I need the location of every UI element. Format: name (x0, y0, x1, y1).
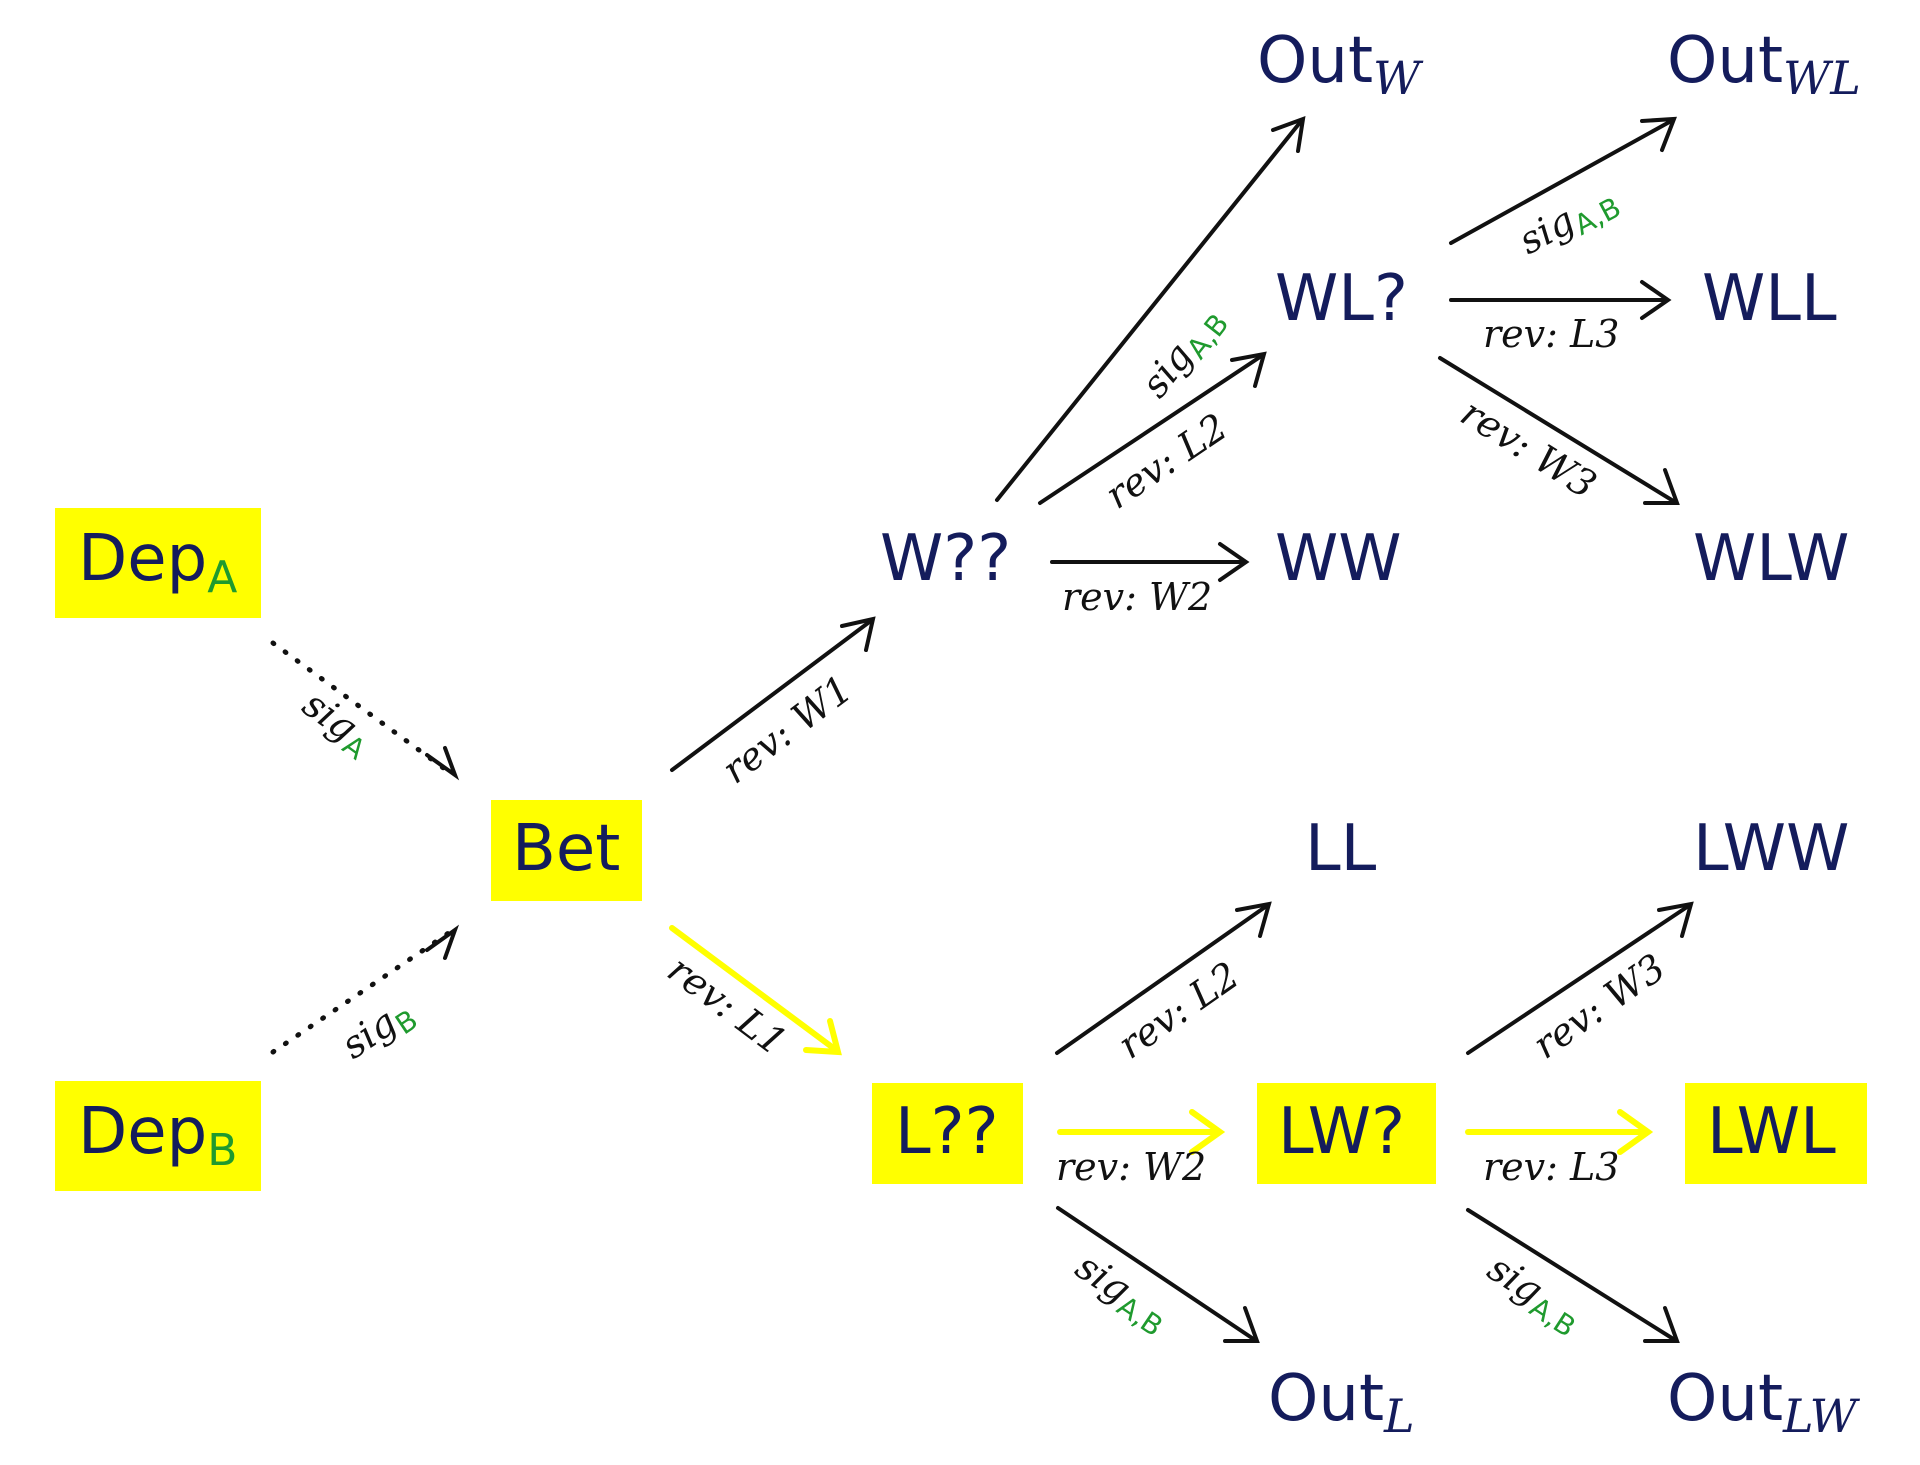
edge-l-outL-label: sigA,B (1065, 1244, 1179, 1343)
edge-l-outL-arrowhead (1223, 1306, 1260, 1343)
edge-depB-bet-arrowhead (425, 924, 460, 960)
edge-lw-outLW-arrowhead (1643, 1306, 1680, 1343)
node-outW: OutW (1257, 24, 1424, 105)
node-lwl: LWL (1707, 1095, 1836, 1169)
edge-w-outW-line (995, 118, 1304, 502)
edge-wl-wlw-arrowhead (1643, 468, 1680, 505)
node-wll: WLL (1702, 262, 1837, 336)
node-l: L?? (895, 1095, 999, 1169)
node-depA: DepA (78, 522, 237, 603)
node-outLW: OutLW (1667, 1362, 1861, 1443)
edge-w-ww-arrowhead (1218, 542, 1250, 582)
edge-bet-w-arrowhead (840, 616, 876, 652)
edge-w-wl-arrowhead (1230, 351, 1267, 388)
node-wl: WL? (1275, 262, 1408, 336)
edge-wl-outWL-label: sigA,B (1512, 176, 1627, 269)
edge-bet-l-arrowhead (803, 1018, 842, 1056)
node-outL: OutL (1268, 1362, 1415, 1443)
edge-wl-outWL-line (1449, 118, 1675, 245)
edge-wl-wlw-label: rev: W3 (1453, 390, 1604, 507)
edge-lw-lwl-label: rev: L3 (1483, 1145, 1619, 1189)
node-bet-highlight (491, 800, 642, 901)
edge-wl-outWL-arrowhead (1640, 116, 1677, 152)
node-bet: Bet (512, 812, 620, 886)
node-lw-highlight (1257, 1083, 1436, 1184)
node-wlw: WLW (1693, 522, 1849, 596)
edge-lw-lww-arrowhead (1657, 901, 1694, 938)
node-w: W?? (880, 522, 1011, 596)
node-lww: LWW (1693, 812, 1849, 886)
node-l-highlight (872, 1083, 1023, 1184)
edge-w-wl-label: rev: L2 (1097, 405, 1235, 518)
edge-bet-l-line (669, 925, 839, 1053)
edge-l-lw-label: rev: W2 (1056, 1145, 1206, 1189)
node-depB: DepB (78, 1095, 237, 1176)
edge-lw-outLW-line (1466, 1208, 1677, 1342)
node-ww: WW (1275, 522, 1402, 596)
node-outWL: OutWL (1667, 24, 1861, 105)
edge-wl-wll-arrowhead (1640, 280, 1672, 320)
edge-l-ll-arrowhead (1235, 901, 1272, 938)
edge-lw-lww-line (1466, 903, 1692, 1055)
edge-l-ll-line (1055, 903, 1270, 1055)
edge-w-wl-line (1038, 353, 1265, 505)
edge-depB-bet-line (270, 927, 456, 1055)
node-depB-highlight (55, 1081, 261, 1191)
edge-wl-wlw-line (1438, 356, 1677, 504)
node-ll: LL (1305, 812, 1377, 886)
edge-depA-bet-label: sigA (291, 682, 381, 767)
edge-l-lw-arrowhead (1189, 1109, 1226, 1155)
edge-w-ww-label: rev: W2 (1062, 575, 1212, 619)
edge-lw-lwl-arrowhead (1617, 1109, 1654, 1155)
edge-bet-w-line (670, 618, 874, 772)
edge-w-outW-arrowhead (1271, 115, 1306, 153)
node-lw: LW? (1278, 1095, 1405, 1169)
edge-depA-bet-arrowhead (425, 746, 460, 781)
edge-l-outL-line (1056, 1206, 1257, 1342)
node-lwl-highlight (1685, 1083, 1867, 1184)
node-depA-highlight (55, 508, 261, 618)
edge-wl-wll-label: rev: L3 (1483, 312, 1619, 356)
edge-lw-outLW-label: sigA,B (1477, 1246, 1591, 1344)
